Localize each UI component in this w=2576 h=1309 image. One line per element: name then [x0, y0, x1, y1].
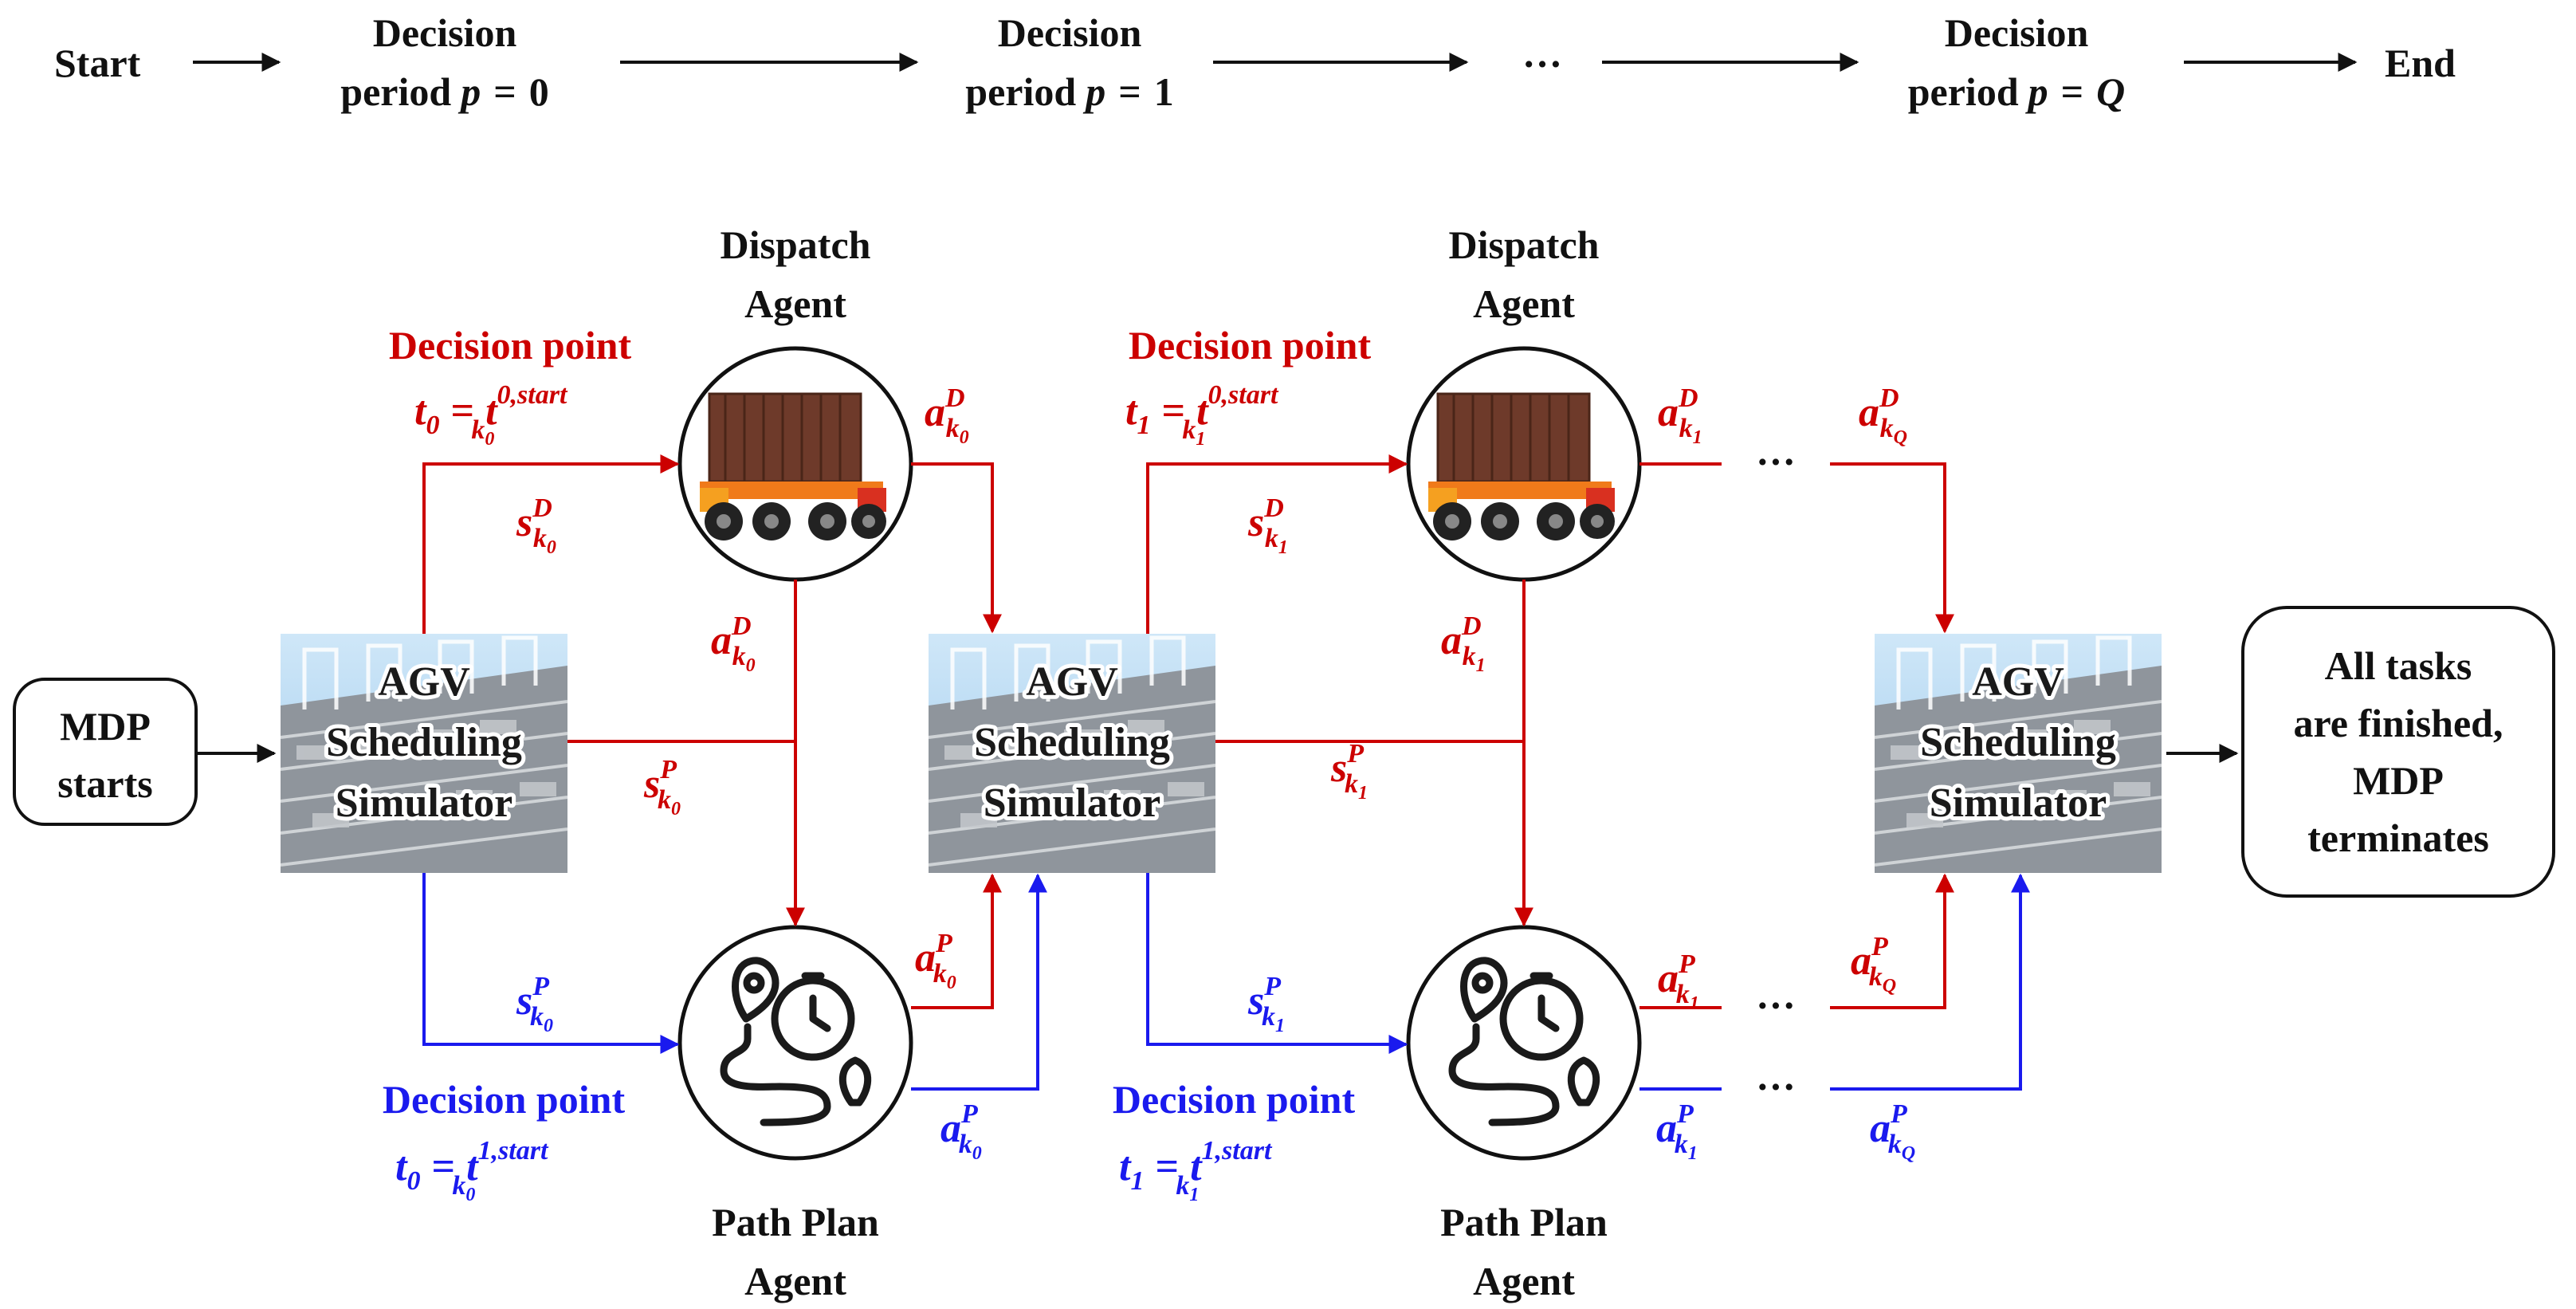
- svg-text:Agent: Agent: [744, 281, 846, 326]
- svg-text:Dispatch: Dispatch: [1449, 222, 1600, 267]
- svg-text:AGV: AGV: [378, 659, 470, 705]
- svg-text:···: ···: [1756, 983, 1796, 1028]
- timeline-start: Start: [54, 41, 141, 85]
- svg-text:starts: starts: [57, 761, 152, 806]
- mdp-start-box: MDP starts: [13, 678, 198, 826]
- svg-text:terminates: terminates: [2307, 816, 2489, 860]
- svg-text:Path Plan: Path Plan: [1440, 1200, 1608, 1244]
- dispatch-agent-1: Dispatch Agent: [677, 222, 913, 582]
- container-truck-icon: [700, 392, 886, 541]
- svg-text:MDP: MDP: [60, 704, 151, 749]
- svg-text:Agent: Agent: [1473, 281, 1575, 326]
- decision-point-dispatch-0: Decision point: [389, 323, 632, 368]
- simulator-2: AGV Scheduling Simulator: [929, 634, 1215, 873]
- svg-text:MDP: MDP: [2353, 758, 2444, 803]
- svg-text:Simulator: Simulator: [336, 780, 512, 826]
- svg-text:are finished,: are finished,: [2294, 701, 2503, 745]
- svg-text:Decision: Decision: [373, 10, 517, 55]
- svg-text:···: ···: [1756, 1064, 1796, 1109]
- decision-point-path-0: Decision point: [383, 1077, 626, 1122]
- flow-ellipses: ··· ··· ···: [1756, 439, 1796, 1109]
- svg-text:Simulator: Simulator: [1930, 780, 2107, 826]
- container-truck-icon: [1428, 392, 1615, 541]
- svg-text:Scheduling: Scheduling: [326, 720, 522, 765]
- svg-text:AGV: AGV: [1026, 659, 1118, 705]
- dispatch-flow-lines: [422, 454, 1954, 1009]
- path-flow-lines: [422, 873, 2030, 1091]
- dispatch-agent-2: Dispatch Agent: [1406, 222, 1642, 582]
- svg-text:Scheduling: Scheduling: [974, 720, 1170, 765]
- path-plan-agent-2: Path Plan Agent: [1406, 925, 1642, 1303]
- simulator-3: AGV Scheduling Simulator: [1875, 634, 2162, 873]
- svg-text:Simulator: Simulator: [984, 780, 1160, 826]
- route-clock-icon: [720, 957, 872, 1126]
- decision-point-path-1: Decision point: [1113, 1077, 1356, 1122]
- svg-text:Agent: Agent: [1473, 1259, 1575, 1303]
- svg-text:Agent: Agent: [744, 1259, 846, 1303]
- svg-text:AGV: AGV: [1972, 659, 2064, 705]
- svg-text:Path Plan: Path Plan: [712, 1200, 879, 1244]
- timeline-ellipsis: …: [1522, 31, 1562, 76]
- mdp-end-box: All tasks are finished, MDP terminates: [2241, 606, 2555, 898]
- path-plan-agent-1: Path Plan Agent: [677, 925, 913, 1303]
- route-clock-icon: [1448, 957, 1600, 1126]
- simulator-1: AGV Scheduling Simulator: [281, 634, 567, 873]
- svg-text:Scheduling: Scheduling: [1920, 720, 2116, 765]
- svg-text:Decision: Decision: [1945, 10, 2089, 55]
- svg-text:All tasks: All tasks: [2325, 643, 2472, 688]
- svg-text:Decision: Decision: [998, 10, 1142, 55]
- decision-point-dispatch-1: Decision point: [1129, 323, 1372, 368]
- svg-text:···: ···: [1756, 439, 1796, 484]
- timeline-end: End: [2385, 41, 2456, 85]
- svg-text:Dispatch: Dispatch: [721, 222, 871, 267]
